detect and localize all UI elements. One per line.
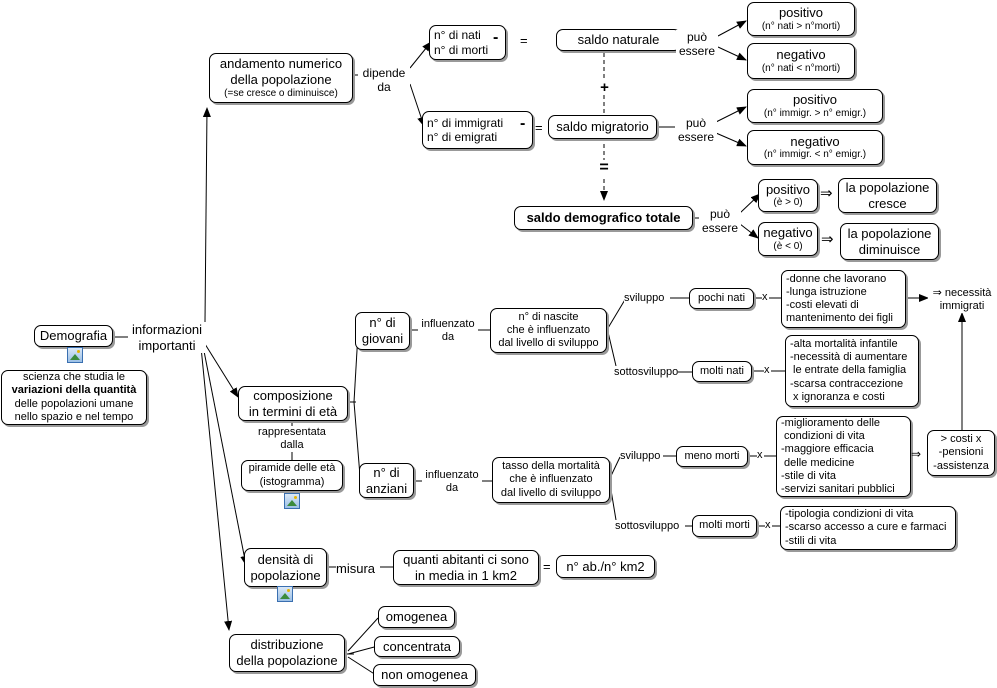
andamento-line-2: della popolazione: [230, 72, 332, 87]
root-title: Demografia: [39, 328, 108, 344]
x-pochi-nati: x: [762, 291, 768, 305]
migratorio-positivo-node[interactable]: positivo(n° immigr. > n° emigr.): [747, 89, 883, 123]
saldo-migratorio-node[interactable]: saldo migratorio: [548, 115, 657, 139]
pochi-nati-node[interactable]: pochi nati: [689, 288, 754, 309]
migratorio-negativo-node[interactable]: negativo(n° immigr. < n° emigr.): [747, 130, 883, 165]
totale-negativo-node[interactable]: negativo(è < 0): [758, 222, 818, 256]
nati-morti-node[interactable]: n° di nati n° di morti: [429, 25, 506, 60]
andamento-line-1: andamento numerico: [219, 56, 343, 72]
x-molti-nati: x: [764, 364, 770, 378]
x-molti-morti: x: [765, 519, 771, 533]
link-sviluppo-nascite: sviluppo: [624, 292, 665, 306]
minus-sign-nati: -: [493, 29, 499, 46]
equals-naturale: =: [520, 33, 528, 48]
minus-sign-immigrati: -: [520, 115, 526, 132]
concentrata-node[interactable]: concentrata: [374, 636, 460, 657]
link-sottosviluppo-mortalita: sottosviluppo: [615, 520, 680, 534]
equals-totale: =: [597, 160, 611, 176]
costi-node[interactable]: > costi x-pensioni-assistenza: [927, 430, 995, 476]
implies-cresce: ⇒: [820, 185, 833, 202]
pochi-nati-cause-node[interactable]: -donne che lavorano -lunga istruzione -c…: [781, 270, 906, 328]
link-informazioni-importanti: informazioni importanti: [128, 322, 206, 354]
andamento-node[interactable]: andamento numerico della popolazione (=s…: [209, 53, 353, 103]
immigrati-node[interactable]: n° di immigrati n° di emigrati: [422, 111, 533, 149]
molti-morti-node[interactable]: molti morti: [692, 515, 757, 537]
meno-morti-cause-node[interactable]: -miglioramento delle condizioni di vita …: [776, 416, 911, 497]
omogenea-node[interactable]: omogenea: [378, 606, 455, 628]
piramide-node[interactable]: piramide delle età(istogramma): [241, 460, 343, 491]
link-misura: misura: [336, 561, 376, 577]
definition-line-4: nello spazio e nel tempo: [14, 410, 134, 423]
implies-costi: ⇒: [911, 447, 922, 461]
definition-node[interactable]: scienza che studia le variazioni della q…: [1, 370, 147, 425]
andamento-note: (=se cresce o diminuisce): [224, 87, 338, 99]
molti-nati-cause-node[interactable]: -alta mortalità infantile -necessità di …: [785, 335, 919, 407]
non-omogenea-node[interactable]: non omogenea: [373, 664, 476, 686]
equals-migratorio: =: [535, 120, 543, 135]
x-meno-morti: x: [757, 449, 763, 463]
link-sottosviluppo-nascite: sottosviluppo: [614, 366, 679, 380]
definition-line-3: delle popolazioni umane: [14, 397, 134, 410]
meno-morti-node[interactable]: meno morti: [676, 446, 748, 467]
equals-densita: =: [543, 559, 551, 574]
totale-positivo-node[interactable]: positivo(è > 0): [758, 179, 818, 212]
root-node-demografia[interactable]: Demografia: [34, 325, 113, 347]
naturale-positivo-node[interactable]: positivo(n° nati > n°morti): [747, 2, 855, 36]
definition-line-1: scienza che studia le: [22, 371, 126, 384]
image-icon[interactable]: [277, 586, 293, 602]
link-sviluppo-mortalita: sviluppo: [620, 450, 661, 464]
image-icon[interactable]: [67, 347, 83, 363]
molti-morti-cause-node[interactable]: -tipologia condizioni di vita -scarso ac…: [780, 506, 956, 550]
plus-sign: +: [598, 80, 611, 95]
implies-diminuisce: ⇒: [821, 231, 834, 248]
image-icon[interactable]: [284, 493, 300, 509]
molti-nati-node[interactable]: molti nati: [692, 361, 752, 382]
formula-node[interactable]: n° ab./n° km2: [556, 555, 655, 578]
saldo-totale-node[interactable]: saldo demografico totale: [514, 206, 693, 230]
saldo-naturale-node[interactable]: saldo naturale: [556, 29, 681, 51]
definition-bold: variazioni della quantità: [11, 384, 137, 397]
naturale-negativo-node[interactable]: negativo(n° nati < n°morti): [747, 43, 855, 79]
